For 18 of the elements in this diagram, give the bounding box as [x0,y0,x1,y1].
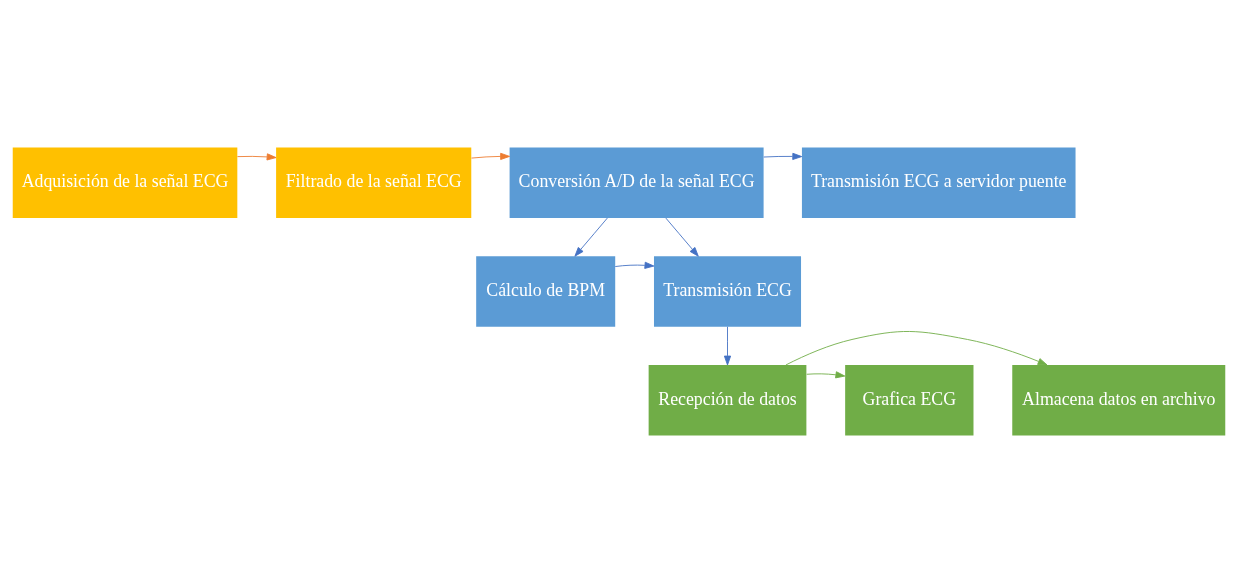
node-box: Adquisición de la señal ECG [12,147,238,218]
node-box: Transmisión ECG [654,255,802,327]
arrow [806,370,846,378]
arrow [763,152,803,160]
arrow [574,217,608,257]
node-box: Conversión A/D de la señal ECG [509,147,764,218]
node-box: Grafica ECG [845,364,974,435]
node-box: Recepción de datos [648,364,807,435]
arrow [471,152,510,160]
node-box: Transmisión ECG a servidor puente [801,147,1076,218]
arrow [665,217,699,257]
node-box: Filtrado de la señal ECG [276,147,472,218]
arrow [785,330,1048,365]
arrow [237,152,277,160]
arrow [723,325,732,365]
node-box: Almacena datos en archivo [1012,364,1226,435]
arrow [614,261,655,269]
node-box: Cálculo de BPM [476,255,616,327]
